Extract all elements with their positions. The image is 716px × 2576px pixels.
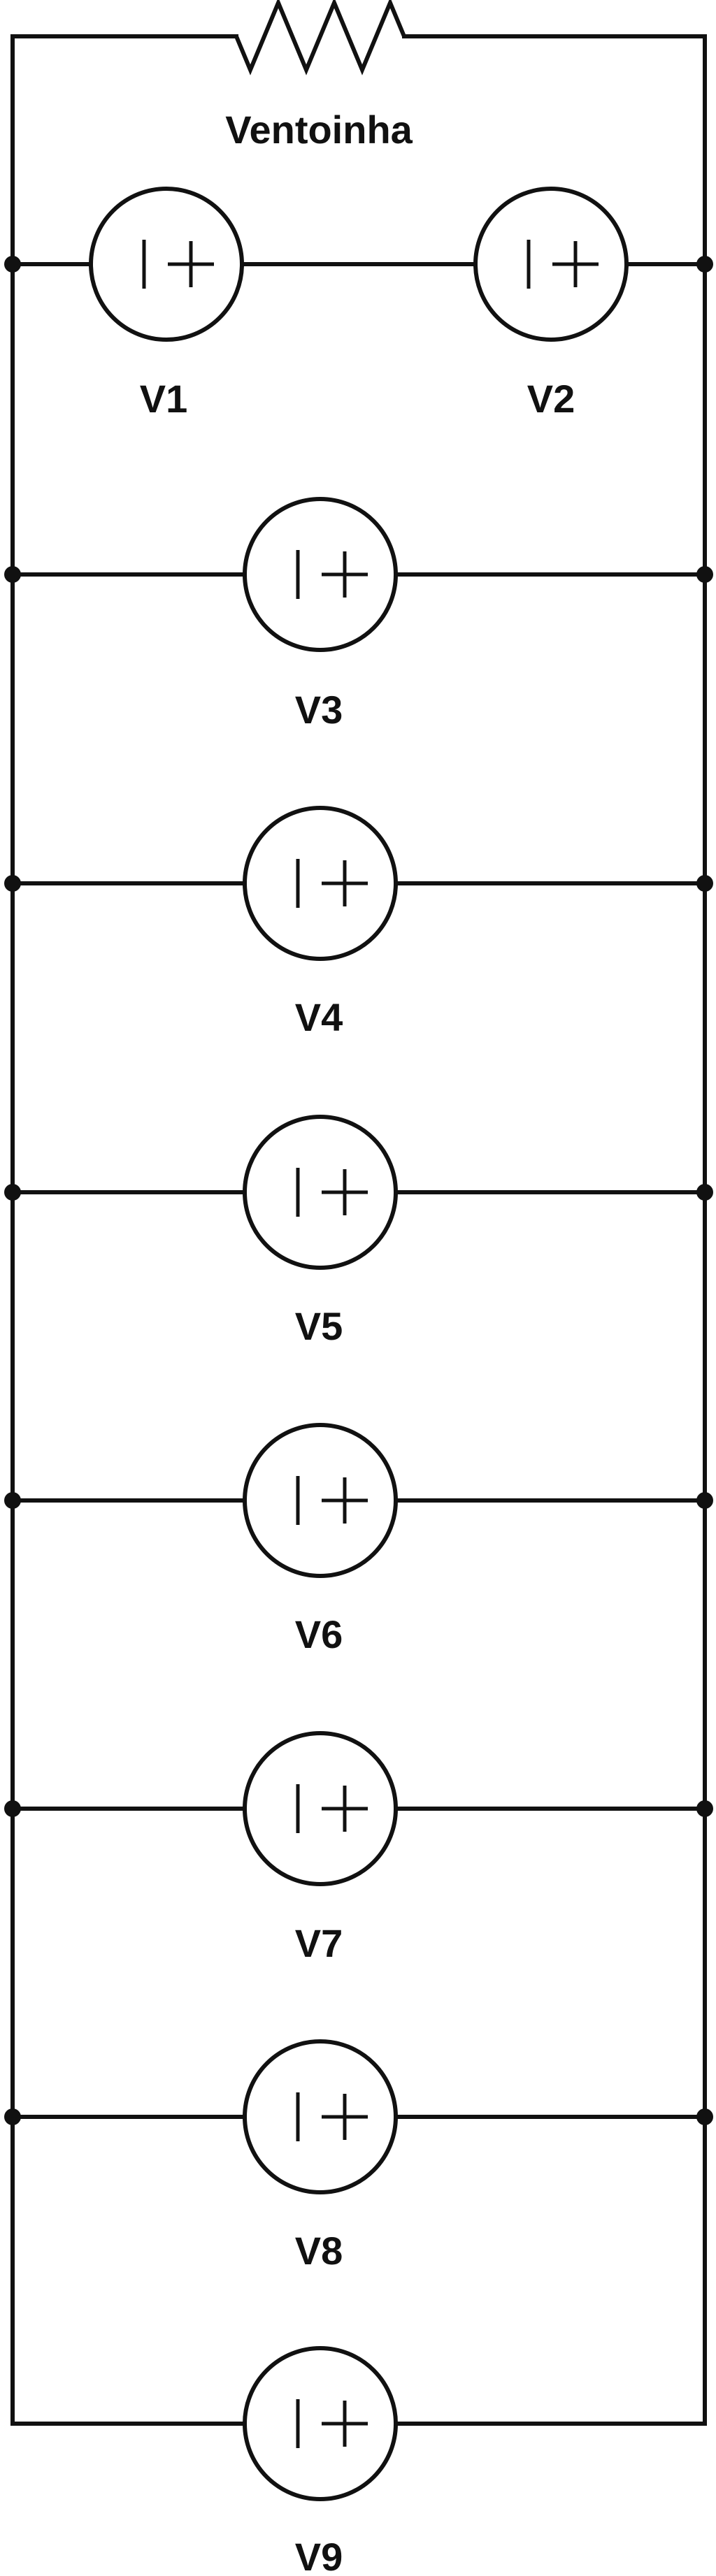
resistor-ventoinha: Ventoinha [225, 0, 413, 152]
junction-node-left [4, 256, 21, 273]
source-label: V2 [527, 377, 575, 421]
junction-node-left [4, 1800, 21, 1817]
junction-node-left [4, 1492, 21, 1509]
voltage-source-v1: V1 [89, 187, 244, 421]
junction-node-right [696, 1492, 713, 1509]
source-label: V9 [295, 2535, 343, 2576]
branch-v5: V5 [4, 1115, 713, 1348]
source-circle [243, 806, 398, 961]
source-label: V5 [295, 1304, 343, 1348]
voltage-source-v6: V6 [243, 1423, 398, 1656]
branch-v1-v2: V1 V2 [4, 187, 713, 421]
junction-node-left [4, 875, 21, 892]
source-label: V7 [295, 1921, 343, 1965]
junction-node-right [696, 875, 713, 892]
branch-v7: V7 [4, 1731, 713, 1965]
voltage-source-v2: V2 [473, 187, 629, 421]
source-label: V1 [140, 377, 188, 421]
source-circle [473, 187, 629, 342]
junction-node-right [696, 1800, 713, 1817]
source-circle [243, 2039, 398, 2194]
junction-node-right [696, 256, 713, 273]
junction-node-right [696, 566, 713, 583]
branch-v6: V6 [4, 1423, 713, 1656]
source-circle [243, 2346, 398, 2501]
voltage-source-v4: V4 [243, 806, 398, 1039]
source-circle [243, 1115, 398, 1270]
branch-v9: V9 [10, 2346, 707, 2576]
source-circle [243, 497, 398, 652]
resistor-zigzag [234, 0, 406, 75]
junction-node-left [4, 566, 21, 583]
source-label: V3 [295, 688, 343, 732]
rails [10, 34, 707, 2426]
source-circle [89, 187, 244, 342]
resistor-label: Ventoinha [225, 108, 413, 152]
branch-v4: V4 [4, 806, 713, 1039]
source-circle [243, 1423, 398, 1578]
source-circle [243, 1731, 398, 1886]
junction-node-left [4, 2108, 21, 2125]
voltage-source-v9: V9 [243, 2346, 398, 2576]
junction-node-right [696, 2108, 713, 2125]
branch-v3: V3 [4, 497, 713, 732]
junction-node-right [696, 1184, 713, 1201]
junction-node-left [4, 1184, 21, 1201]
voltage-source-v5: V5 [243, 1115, 398, 1348]
voltage-source-v8: V8 [243, 2039, 398, 2273]
voltage-source-v3: V3 [243, 497, 398, 732]
voltage-source-v7: V7 [243, 1731, 398, 1965]
source-label: V4 [295, 995, 343, 1039]
source-label: V8 [295, 2229, 343, 2273]
source-label: V6 [295, 1612, 343, 1656]
branch-v8: V8 [4, 2039, 713, 2273]
